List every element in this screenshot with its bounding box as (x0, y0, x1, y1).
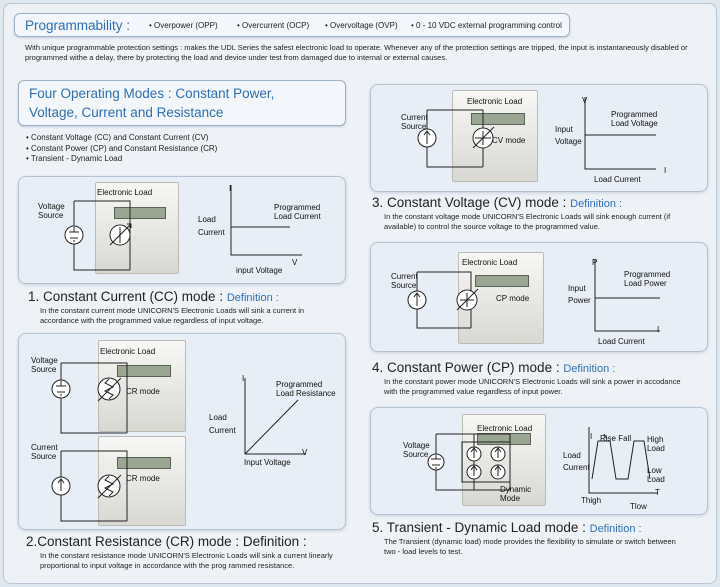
intro-paragraph: With unique programmable protection sett… (25, 43, 688, 62)
td-rise-fall-label: Rise Fall (600, 434, 632, 443)
feature-opp: • Overpower (OPP) (149, 21, 218, 30)
td-characteristic-graph (588, 427, 658, 494)
cc-xlabel: input Voltage (236, 266, 283, 275)
cc-description: In the constant current mode UNICORN'S E… (40, 306, 305, 325)
cp-mode-title: 4. Constant Power (CP) mode : Definition… (372, 360, 616, 375)
cc-device-label: Electronic Load (97, 188, 153, 197)
cv-mode-label: CV mode (492, 136, 526, 145)
cr-axis-y: I (242, 374, 245, 383)
cp-characteristic-graph (594, 259, 660, 332)
cr-circuit-diagram (51, 362, 128, 522)
td-description: The Transient (dynamic load) mode provid… (384, 537, 676, 556)
list-item: Constant Power (CP) and Constant Resista… (26, 144, 217, 155)
electronic-load-image (95, 182, 179, 274)
td-circuit-diagram (427, 433, 511, 491)
cv-mode-title: 3. Constant Voltage (CV) mode : Definiti… (372, 195, 623, 210)
operating-modes-title-line2: Voltage, Current and Resistance (29, 105, 224, 120)
cc-axis-y: I (229, 184, 232, 193)
td-thigh-label: Thigh (581, 496, 602, 505)
cv-axis-x: I (664, 166, 667, 175)
cr-mode-label-top: CR mode (126, 387, 160, 396)
operating-modes-list: Constant Voltage (CC) and Constant Curre… (26, 133, 217, 165)
cp-mode-label: CP mode (496, 294, 530, 303)
lcd-display (117, 457, 171, 469)
lcd-display (471, 113, 525, 125)
lcd-display (114, 207, 166, 219)
lcd-display (475, 275, 529, 287)
cv-device-label: Electronic Load (467, 97, 523, 106)
programmability-header: Programmability : • Overpower (OPP) • Ov… (14, 13, 570, 37)
operating-modes-title-line1: Four Operating Modes : Constant Power, (29, 86, 275, 101)
cv-characteristic-graph (584, 97, 656, 170)
cp-axis-x: I (657, 325, 660, 334)
list-item: Constant Voltage (CC) and Constant Curre… (26, 133, 217, 144)
cr-description: In the constant resistance mode UNICORN'… (40, 551, 333, 570)
cc-mode-title: 1. Constant Current (CC) mode : Definiti… (28, 289, 279, 304)
cr-xlabel: Input Voltage (244, 458, 291, 467)
cp-device-label: Electronic Load (462, 258, 518, 267)
td-axis-y: I (590, 432, 593, 441)
cc-axis-x: V (292, 258, 298, 267)
cv-xlabel: Load Current (594, 175, 641, 184)
td-axis-x: T (655, 488, 660, 497)
cv-axis-y: V (582, 96, 588, 105)
cr-characteristic-graph (244, 378, 306, 455)
cv-description: In the constant voltage mode UNICORN'S E… (384, 212, 671, 231)
cr-device-label: Electronic Load (100, 347, 156, 356)
td-device-label: Electronic Load (477, 424, 533, 433)
programmability-title: Programmability : (25, 18, 131, 33)
cr-mode-label-bottom: CR mode (126, 474, 160, 483)
feature-external-programming: • 0 - 10 VDC external programming contro… (411, 21, 562, 30)
cc-circuit-diagram (64, 200, 132, 271)
feature-ocp: • Overcurrent (OCP) (237, 21, 310, 30)
cr-mode-title: 2.Constant Resistance (CR) mode : Defini… (26, 534, 307, 549)
cr-axis-x: V (302, 448, 308, 457)
cc-characteristic-graph (230, 185, 302, 256)
operating-modes-title-box: Four Operating Modes : Constant Power, V… (18, 80, 346, 126)
feature-ovp: • Overvoltage (OVP) (325, 21, 398, 30)
cv-circuit-diagram (417, 109, 495, 168)
td-tlow-label: Tlow (630, 502, 647, 511)
cp-xlabel: Load Current (598, 337, 645, 346)
lcd-display (117, 365, 171, 377)
cp-description: In the constant power mode UNICORN'S Ele… (384, 377, 681, 396)
cp-circuit-diagram (407, 271, 479, 329)
td-mode-title: 5. Transient - Dynamic Load mode : Defin… (372, 520, 642, 535)
list-item: Transient - Dynamic Load (26, 154, 217, 165)
cp-axis-y: P (592, 258, 598, 267)
